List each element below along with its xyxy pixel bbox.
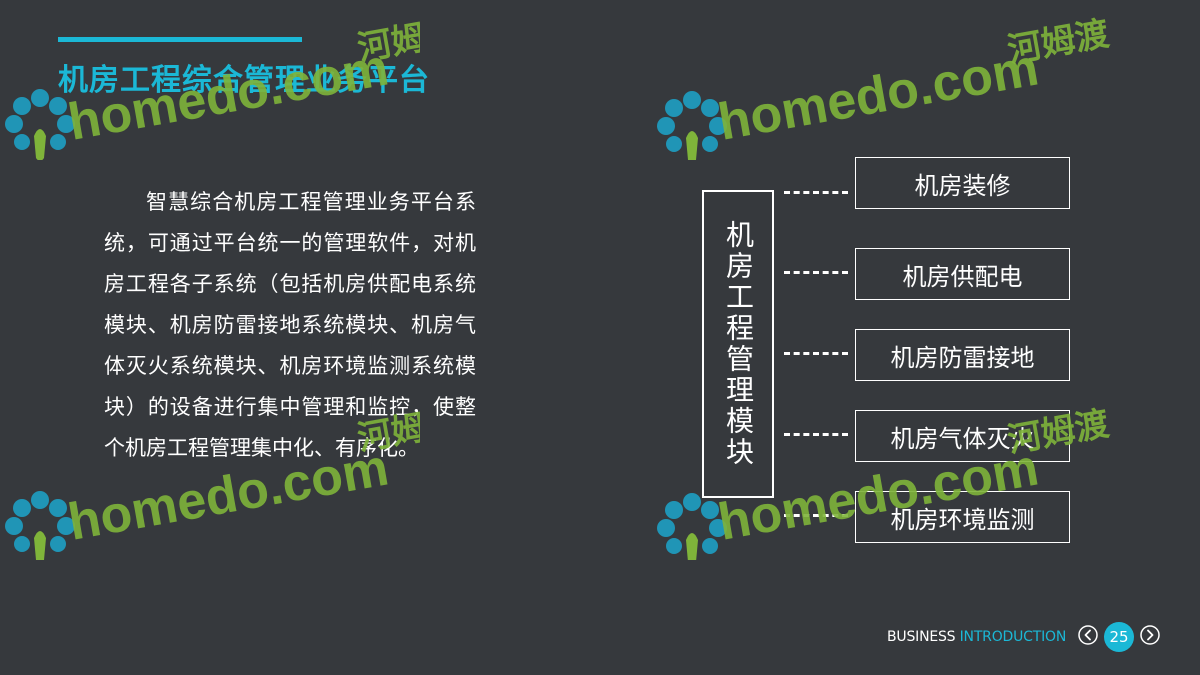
title-accent-bar (58, 37, 302, 42)
chevron-left-circle-icon[interactable] (1077, 624, 1099, 646)
page-number-badge: 25 (1104, 622, 1134, 652)
footer-word-business: BUSINESS (887, 629, 956, 645)
connector-line (784, 352, 848, 355)
chevron-right-circle-icon[interactable] (1139, 624, 1161, 646)
footer-label: BUSINESS INTRODUCTION (887, 629, 1066, 645)
connector-line (784, 191, 848, 194)
footer-word-introduction: INTRODUCTION (959, 629, 1067, 645)
module-box-environment: 机房环境监测 (855, 491, 1070, 543)
root-module-box: 机房工程管理模块 (702, 190, 774, 498)
description-paragraph: 智慧综合机房工程管理业务平台系统，可通过平台统一的管理软件，对机房工程各子系统（… (104, 190, 476, 460)
root-module-label: 机房工程管理模块 (722, 220, 755, 468)
module-box-fire: 机房气体灭火 (855, 410, 1070, 462)
connector-line (784, 271, 848, 274)
page-title: 机房工程综合管理业务平台 (58, 63, 430, 98)
module-box-decoration: 机房装修 (855, 157, 1070, 209)
module-box-power: 机房供配电 (855, 248, 1070, 300)
module-box-lightning: 机房防雷接地 (855, 329, 1070, 381)
connector-line (784, 433, 848, 436)
connector-line (784, 514, 848, 517)
